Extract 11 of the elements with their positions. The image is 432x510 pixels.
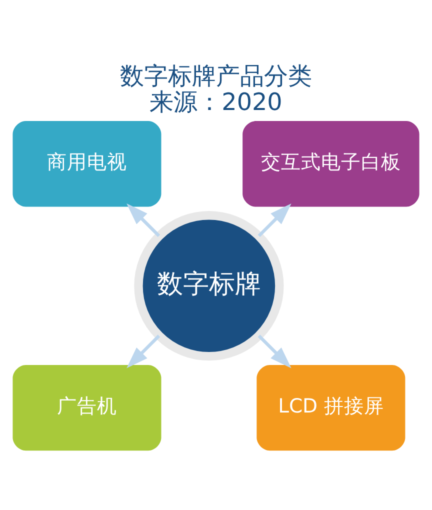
node-box: LCD 拼接屏	[256, 364, 406, 450]
arrow	[126, 334, 160, 368]
node-circle: 数字标牌	[134, 210, 284, 360]
arrow	[258, 334, 292, 368]
arrow	[258, 202, 292, 237]
node-box: 商用电视	[12, 120, 162, 206]
arrow	[126, 202, 160, 237]
diagram-title: 数字标牌产品分类	[120, 61, 312, 90]
node-box: 广告机	[12, 364, 162, 450]
caption: 来源：2020	[150, 87, 282, 116]
node-box: 交互式电子白板	[242, 120, 420, 206]
